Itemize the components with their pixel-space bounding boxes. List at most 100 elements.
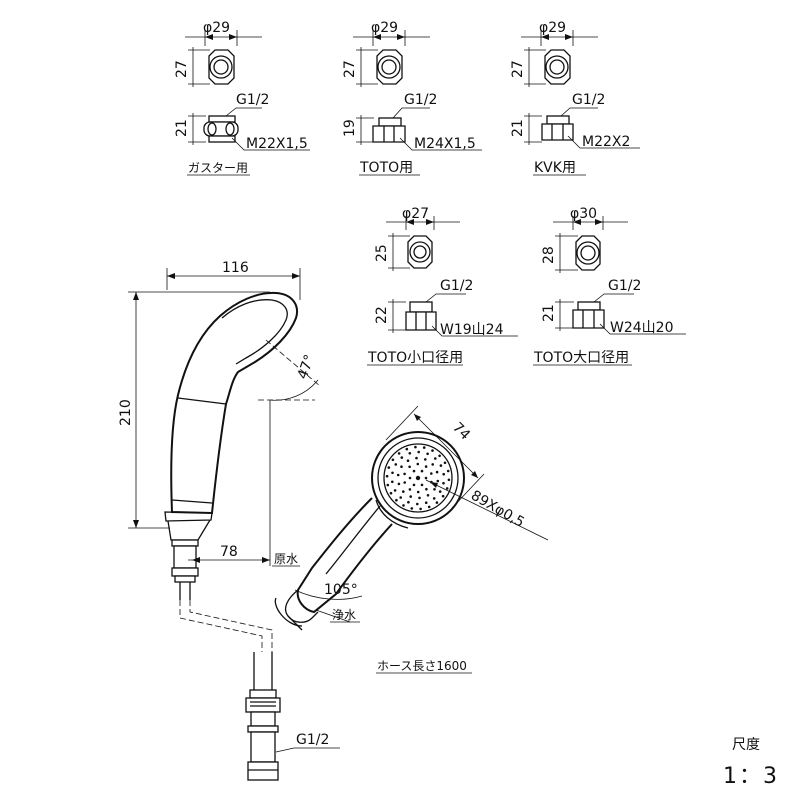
nozzle-dot [389,491,393,495]
nozzle-dot [417,450,421,454]
adapter-toto-bottom-height: 19 [342,119,358,137]
shower-height: 210 [118,399,134,426]
nozzle-dot [402,490,405,493]
nozzle-dot [394,463,398,466]
adapter-gasuta-thread-top: G1/2 [236,92,269,108]
nozzle-dot [406,459,410,463]
adapter-toto-small-diameter: φ27 [402,206,429,222]
adapter-kvk-thread-top: G1/2 [572,92,605,108]
nozzle-dot [407,500,410,504]
nozzle-dot [422,446,426,449]
adapter-toto-large-bottom-height: 21 [541,304,557,322]
nozzle-dot [400,456,404,459]
adapter-toto-large-thread-top: G1/2 [608,278,641,294]
nozzle-dot [442,472,446,476]
nozzle-dot [442,481,445,485]
nozzle-dot [409,495,413,498]
nozzle-dot [425,487,428,491]
nozzle-dot [439,464,443,467]
adapter-gasuta-caption: ガスター用 [188,161,248,175]
adapter-kvk-bottom-height: 21 [510,119,526,137]
nozzle-dot [419,507,422,511]
adapter-toto-thread-top: G1/2 [404,92,437,108]
nozzle-dot [416,502,419,506]
adapter-kvk-thread-bottom: M22X2 [582,134,630,150]
shower-offset: 78 [220,544,238,560]
adapter-toto-top-height: 27 [342,60,358,78]
nozzle-dot [427,505,431,509]
adapter-toto-small-thread-top: G1/2 [440,278,473,294]
head-diameter: 74 [449,420,473,444]
nozzle-dot [436,479,440,483]
nozzle-dot [415,456,418,460]
nozzle-dot [446,469,450,473]
raw-water-label: 原水 [274,552,298,566]
nozzle-dot [397,482,401,486]
nozzle-dot [391,471,394,475]
nozzle-dot [403,472,406,476]
adapter-toto-small-bottom-height: 22 [374,306,390,324]
shower-angle: 47° [295,353,319,382]
adapter-gasuta-thread-bottom: M22X1,5 [246,136,308,152]
nozzle-dot [438,454,441,458]
nozzle-dot [432,497,436,500]
adapter-gasuta-bottom-height: 21 [174,119,190,137]
nozzle-pattern [385,445,451,511]
nozzle-dot [441,494,445,498]
nozzle-dot [424,465,428,468]
adapter-kvk: φ29 27 21 G1/2 M22X2 KVK用 [510,20,640,176]
adapter-toto-diameter: φ29 [371,20,398,36]
adapter-toto-thread-bottom: M24X1,5 [414,136,476,152]
nozzle-dot [412,483,416,487]
adapter-toto-large-diameter: φ30 [570,206,597,222]
adapter-kvk-caption: KVK用 [534,160,576,176]
scale-label: 尺度 [732,737,760,753]
nozzle-dot [431,449,434,452]
nozzle-dot [416,462,420,466]
nozzle-dot [408,488,412,491]
shower-front-view: 74 89Xφ0,5 105° 浄水 [274,405,549,631]
nozzle-dot [424,458,427,461]
nozzle-dot [391,480,394,484]
nozzle-dot [399,496,403,499]
adapter-toto-small-caption: TOTO小口径用 [367,350,463,366]
adapter-toto-small-thread-bottom: W19山24 [440,322,504,338]
nozzle-dot [405,447,409,451]
nozzle-dot [424,476,428,480]
hose-length: ホース長さ1600 [377,659,467,673]
nozzle-dot [396,473,400,477]
nozzle-dot [445,487,449,490]
scale-value: 1：3 [723,764,779,789]
nozzle-count: 89Xφ0,5 [468,488,527,531]
adapter-kvk-diameter: φ29 [539,20,566,36]
nozzle-dot [403,481,407,484]
nozzle-dot [426,452,429,456]
adapter-toto-large-thread-bottom: W24山20 [610,320,673,336]
nozzle-dot [408,452,412,455]
hose-thread: G1/2 [296,732,329,748]
nozzle-dot [412,469,416,473]
adapter-gasuta-diameter: φ29 [203,20,230,36]
nozzle-dot [393,489,397,492]
nozzle-dot [420,469,424,473]
nozzle-dot [414,445,417,449]
nozzle-dot [447,478,451,482]
nozzle-dot [391,458,395,462]
nozzle-dot [410,507,414,510]
nozzle-dot [431,463,435,466]
nozzle-dot [433,488,436,491]
adapter-toto-large-top-height: 28 [541,246,557,264]
adapter-toto-large-caption: TOTO大口径用 [533,350,629,366]
nozzle-dot [397,452,401,455]
nozzle-dot [400,465,403,469]
nozzle-dot [424,501,428,505]
nozzle-dot [418,496,421,500]
nozzle-dot [435,470,439,474]
adapter-gasuta: φ29 27 21 G1/2 M22X1,5 ガスター用 [174,20,310,176]
shower-side-view: 116 210 47° 78 原水 [118,260,321,600]
nozzle-dot [402,504,405,507]
nozzle-dot [387,466,391,469]
adapter-toto-small-top-height: 25 [374,244,390,262]
nozzle-dot [386,483,390,487]
adapter-toto-caption: TOTO用 [359,160,413,176]
